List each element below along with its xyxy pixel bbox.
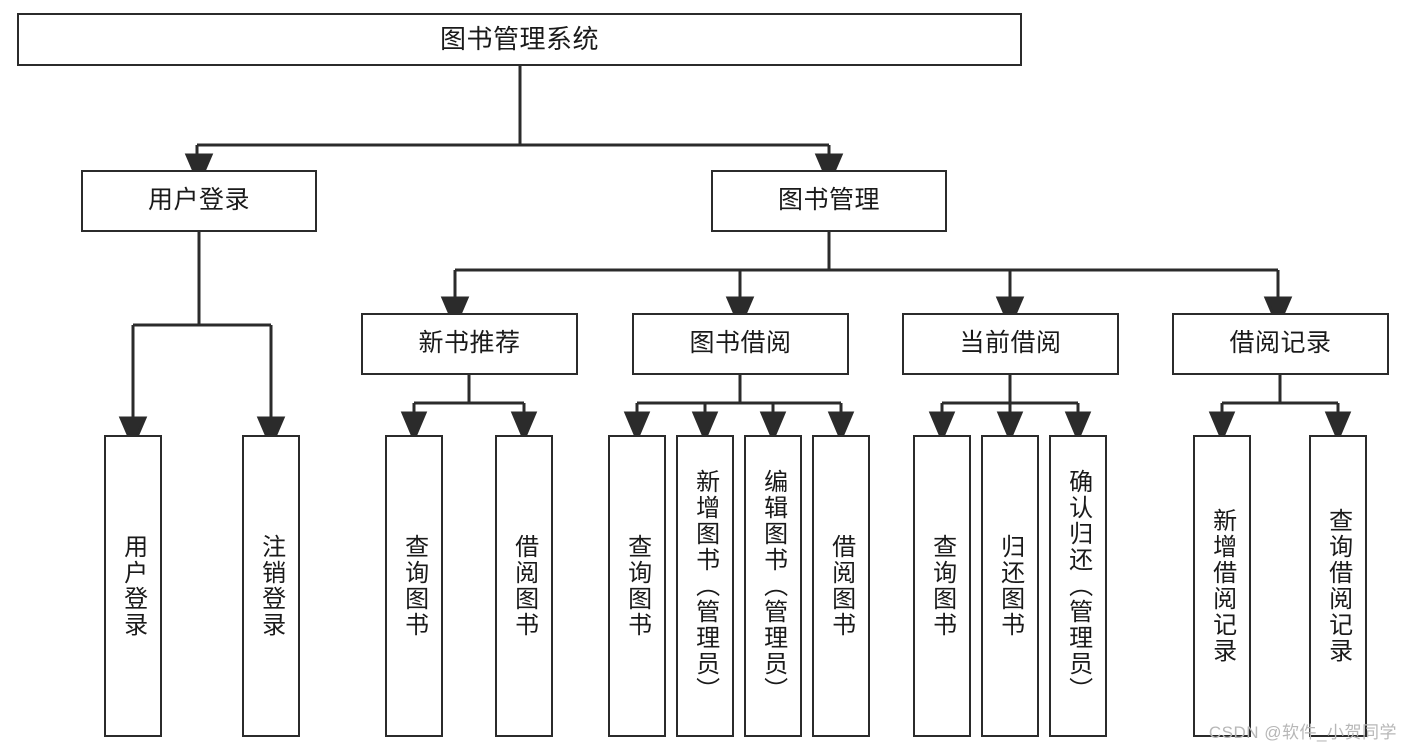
node-label: 新增图书（管理员） bbox=[691, 469, 719, 703]
node-book-management[interactable]: 图书管理 bbox=[711, 170, 947, 232]
node-user-login[interactable]: 用户登录 bbox=[81, 170, 317, 232]
node-label: 注销登录 bbox=[257, 534, 285, 638]
leaf-borrow-borrow-book[interactable]: 借阅图书 bbox=[812, 435, 870, 737]
leaf-user-login-signin[interactable]: 用户登录 bbox=[104, 435, 162, 737]
node-label: 借阅图书 bbox=[827, 534, 855, 638]
node-label: 查询图书 bbox=[400, 534, 428, 638]
leaf-records-query-record[interactable]: 查询借阅记录 bbox=[1309, 435, 1367, 737]
leaf-borrow-edit-book-admin[interactable]: 编辑图书（管理员） bbox=[744, 435, 802, 737]
node-new-book-recommend[interactable]: 新书推荐 bbox=[361, 313, 578, 375]
node-label: 借阅记录 bbox=[1229, 329, 1332, 358]
node-label: 编辑图书（管理员） bbox=[759, 469, 787, 703]
node-label: 用户登录 bbox=[147, 186, 250, 215]
node-book-borrow[interactable]: 图书借阅 bbox=[632, 313, 849, 375]
leaf-current-return-book[interactable]: 归还图书 bbox=[981, 435, 1039, 737]
node-label: 查询图书 bbox=[928, 534, 956, 638]
node-label: 用户登录 bbox=[119, 534, 147, 638]
node-label: 图书管理系统 bbox=[439, 24, 599, 55]
node-label: 图书借阅 bbox=[689, 329, 792, 358]
node-root-library-system[interactable]: 图书管理系统 bbox=[17, 13, 1022, 66]
node-label: 查询图书 bbox=[623, 534, 651, 638]
node-label: 确认归还（管理员） bbox=[1064, 469, 1092, 703]
node-label: 借阅图书 bbox=[510, 534, 538, 638]
node-label: 新书推荐 bbox=[418, 329, 521, 358]
node-label: 查询借阅记录 bbox=[1324, 508, 1352, 664]
csdn-watermark: CSDN @软件_小贺同学 bbox=[1208, 723, 1397, 742]
leaf-new-book-query[interactable]: 查询图书 bbox=[385, 435, 443, 737]
node-label: 当前借阅 bbox=[959, 329, 1062, 358]
node-label: 新增借阅记录 bbox=[1208, 508, 1236, 664]
leaf-borrow-query-book[interactable]: 查询图书 bbox=[608, 435, 666, 737]
leaf-user-login-signout[interactable]: 注销登录 bbox=[242, 435, 300, 737]
leaf-records-add-record[interactable]: 新增借阅记录 bbox=[1193, 435, 1251, 737]
leaf-current-confirm-return-admin[interactable]: 确认归还（管理员） bbox=[1049, 435, 1107, 737]
leaf-borrow-add-book-admin[interactable]: 新增图书（管理员） bbox=[676, 435, 734, 737]
leaf-current-query-book[interactable]: 查询图书 bbox=[913, 435, 971, 737]
leaf-new-book-borrow[interactable]: 借阅图书 bbox=[495, 435, 553, 737]
node-label: 归还图书 bbox=[996, 534, 1024, 638]
node-current-borrow[interactable]: 当前借阅 bbox=[902, 313, 1119, 375]
node-label: 图书管理 bbox=[777, 186, 880, 215]
node-borrow-records[interactable]: 借阅记录 bbox=[1172, 313, 1389, 375]
